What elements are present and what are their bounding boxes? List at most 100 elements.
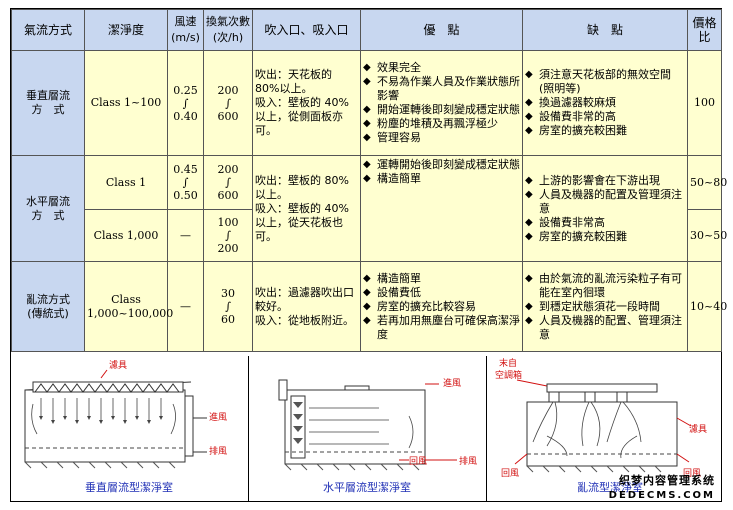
- header-speed: 風速 (m/s): [167, 9, 204, 51]
- inlet-turbulent: 吹出：過濾器吹出口較好。 吸入：從地板附近。: [252, 261, 361, 352]
- method-vertical: 垂直層流 方 式: [11, 50, 85, 156]
- inlet-horizontal: 吹出：壁板的 80%以上。 吸入：壁板的 40%以上，從天花板也可。: [252, 155, 361, 262]
- list-item: 構造簡單: [363, 272, 520, 286]
- inlet-vertical-suck: 吸入：壁板的 40%以上，從側面板亦可。: [255, 96, 349, 137]
- speed-vertical-top: 0.25: [173, 83, 198, 97]
- header-cleanliness: 潔淨度: [84, 9, 168, 51]
- list-item: 管理容易: [363, 131, 520, 145]
- label-return-right: 回風: [683, 468, 701, 479]
- diagram-turbulent: 末自 空調箱 濾具 回風 回風 亂流型潔淨室 织梦内容管理系统 DEDECMS.…: [487, 356, 721, 501]
- class-turbulent-line1: Class: [111, 292, 141, 306]
- label-filter: 濾具: [109, 359, 127, 371]
- list-item: 開始運轉後即刻變成穩定狀態: [363, 103, 520, 117]
- ach-turbulent: 30 ∫ 60: [203, 261, 253, 352]
- ach-horizontal-b: 100 ∫ 200: [203, 209, 253, 262]
- speed-horizontal-a: 0.45 ∫ 0.50: [167, 155, 204, 210]
- label-return-left: 回風: [501, 468, 519, 479]
- list-item: 由於氣流的亂流污染粒子有可能在室內徊環: [525, 272, 685, 300]
- speed-vertical: 0.25 ∫ 0.40: [167, 50, 204, 156]
- caption-horizontal: 水平層流型潔淨室: [323, 481, 411, 494]
- header-speed-unit: (m/s): [171, 31, 200, 44]
- header-disadvantages: 缺 點: [522, 9, 688, 51]
- list-item: 換過濾器較麻煩: [525, 96, 685, 110]
- class-turbulent: Class 1,000~100,000: [84, 261, 174, 352]
- ach-horizontal-b-top: 100: [217, 216, 239, 229]
- row-horizontal-a: 水平層流 方 式 Class 1 0.45 ∫ 0.50 200 ∫ 600 吹…: [11, 155, 727, 262]
- list-item: 設備費非常高: [525, 216, 685, 230]
- caption-vertical: 垂直層流型潔淨室: [85, 481, 173, 494]
- disadvantages-turbulent: 由於氣流的亂流污染粒子有可能在室內徊環 到穩定狀態須花一段時間 人員及機器的配置…: [522, 261, 688, 352]
- ach-horizontal-a: 200 ∫ 600: [203, 155, 253, 210]
- label-inlet: 進風: [209, 411, 227, 423]
- method-vertical-line2: 方 式: [31, 103, 65, 116]
- disadvantages-horizontal: 上游的影響會在下游出現 人員及機器的配置及管理須注意 設備費非常高 房室的擴充較…: [522, 155, 688, 262]
- header-price: 價格比: [687, 9, 722, 51]
- speed-turbulent: —: [167, 261, 204, 352]
- advantages-vertical: 效果完全 不易為作業人員及作業狀態所影響 開始運轉後即刻變成穩定狀態 粉塵的堆積…: [360, 50, 523, 156]
- header-airflow: 氣流方式: [11, 9, 85, 51]
- vertical-flow-illustration: 濾具 進風 排風: [24, 359, 227, 469]
- ach-vertical-bottom: 600: [217, 109, 239, 123]
- turbulent-flow-illustration: 末自 空調箱 濾具 回風 回風: [495, 357, 707, 479]
- disadvantages-vertical: 須注意天花板部的無效空間(照明等) 換過濾器較麻煩 設備費非常的高 房室的擴充較…: [522, 50, 688, 156]
- ach-horizontal-a-sym: ∫: [225, 176, 231, 189]
- ach-vertical: 200 ∫ 600: [203, 50, 253, 156]
- method-horizontal-line1: 水平層流: [26, 194, 70, 208]
- watermark-domain: DEDECMS.COM: [608, 490, 715, 501]
- header-ach-label: 換氣次數: [206, 15, 250, 28]
- ach-turbulent-sym: ∫: [225, 300, 231, 313]
- speed-horizontal-b: —: [167, 209, 204, 262]
- label-ahu-line1: 末自: [499, 357, 517, 369]
- list-item: 設備費低: [363, 286, 520, 300]
- inlet-turbulent-blow: 吹出：過濾器吹出口較好。: [255, 285, 354, 313]
- header-ach-unit: (次/h): [212, 31, 244, 44]
- method-turbulent-line2: (傳統式): [27, 306, 69, 320]
- watermark-text: 织梦内容管理系统: [619, 474, 715, 487]
- speed-vertical-sym: ∫: [182, 96, 189, 110]
- class-horizontal-b: Class 1,000: [84, 209, 168, 262]
- speed-horizontal-a-top: 0.45: [173, 163, 198, 176]
- class-vertical: Class 1~100: [84, 50, 168, 156]
- list-item: 運轉開始後即刻變成穩定狀態: [363, 158, 520, 172]
- list-item: 須注意天花板部的無效空間(照明等): [525, 68, 685, 96]
- ach-vertical-sym: ∫: [225, 96, 231, 110]
- list-item: 上游的影響會在下游出現: [525, 174, 685, 188]
- label-ahu-line2: 空調箱: [495, 369, 522, 381]
- label-return: 回風: [409, 456, 427, 467]
- ach-vertical-top: 200: [217, 83, 239, 97]
- price-horizontal-b: 30~50: [687, 209, 727, 262]
- list-item: 房室的擴充較困難: [525, 124, 685, 138]
- speed-horizontal-a-sym: ∫: [182, 176, 189, 189]
- diagram-horizontal: 進風 回風 排風 水平層流型潔淨室: [249, 356, 485, 501]
- price-turbulent: 10~40: [687, 261, 727, 352]
- class-horizontal-a: Class 1: [84, 155, 168, 210]
- list-item: 房室的擴充比較容易: [363, 300, 520, 314]
- class-turbulent-line2: 1,000~100,000: [87, 306, 174, 320]
- list-item: 粉塵的堆積及再飄浮極少: [363, 117, 520, 131]
- price-vertical: 100: [687, 50, 722, 156]
- label-filter: 濾具: [689, 423, 707, 435]
- inlet-vertical: 吹出：天花板的 80%以上。 吸入：壁板的 40%以上，從側面板亦可。: [252, 50, 361, 156]
- label-inlet: 進風: [443, 377, 461, 389]
- caption-turbulent: 亂流型潔淨室: [577, 481, 643, 494]
- ach-horizontal-a-bottom: 600: [217, 189, 239, 202]
- ach-horizontal-b-bottom: 200: [217, 242, 239, 255]
- method-turbulent: 亂流方式 (傳統式): [11, 261, 85, 352]
- advantages-turbulent: 構造簡單 設備費低 房室的擴充比較容易 若再加用無塵台可確保高潔淨度: [360, 261, 523, 352]
- diagram-divider: [248, 356, 249, 501]
- list-item: 到穩定狀態須花一段時間: [525, 300, 685, 314]
- list-item: 人員及機器的配置及管理須注意: [525, 188, 685, 216]
- horizontal-flow-illustration: 進風 回風 排風: [278, 377, 477, 471]
- price-horizontal-a: 50~80: [687, 155, 727, 210]
- header-advantages: 優 點: [360, 9, 523, 51]
- advantages-horizontal: 運轉開始後即刻變成穩定狀態 構造簡單: [360, 155, 523, 262]
- list-item: 若再加用無塵台可確保高潔淨度: [363, 314, 520, 342]
- comparison-table: 氣流方式 潔淨度 風速 (m/s) 換氣次數 (次/h) 吹入口、吸入口 優 點…: [11, 9, 727, 352]
- method-horizontal: 水平層流 方 式: [11, 155, 85, 262]
- ach-horizontal-a-top: 200: [217, 163, 239, 176]
- header-inlet-outlet: 吹入口、吸入口: [252, 9, 361, 51]
- diagram-vertical: 濾具 進風 排風 垂直層流型潔淨室: [11, 356, 247, 501]
- inlet-horizontal-suck: 吸入：壁板的 40%以上，從天花板也可。: [255, 201, 349, 243]
- header-ach: 換氣次數 (次/h): [203, 9, 253, 51]
- ach-turbulent-top: 30: [221, 287, 235, 300]
